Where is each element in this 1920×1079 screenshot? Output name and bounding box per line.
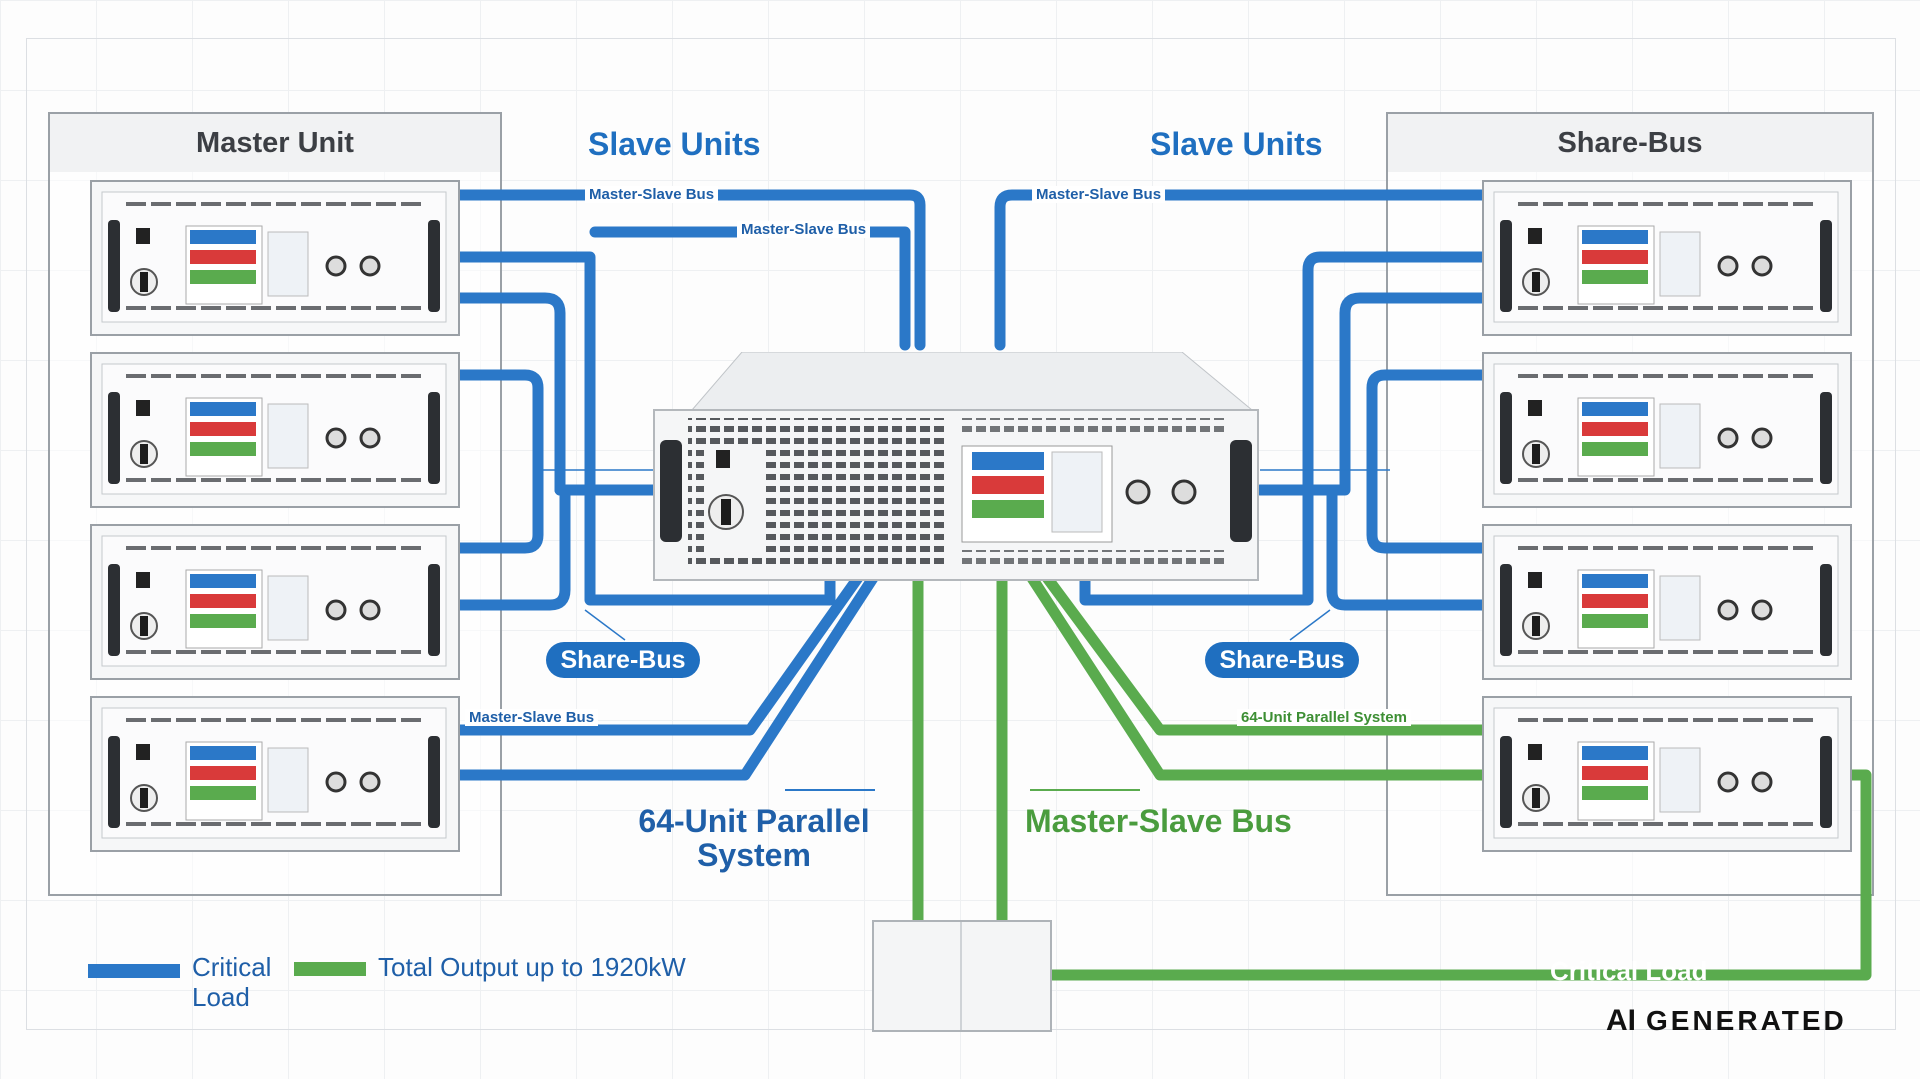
ai-badge-prefix: AI [1606, 1004, 1636, 1037]
master-slave-bus-label: Master-Slave Bus [1025, 803, 1292, 839]
handle-icon [1230, 440, 1252, 542]
critical-load-box [872, 920, 1052, 1032]
share-bus-pill-left: Share-Bus [546, 642, 700, 678]
bus-label-lower-left: Master-Slave Bus [465, 709, 599, 726]
right-rack-unit [1482, 352, 1852, 508]
ai-badge-text: GENERATED [1646, 1005, 1847, 1036]
slave-units-heading-right: Slave Units [1150, 126, 1323, 162]
parallel-system-label: 64-Unit Parallel System [638, 803, 870, 873]
right-cable-4 [1366, 369, 1506, 554]
right-cable-5 [1254, 484, 1506, 611]
left-rack-unit [90, 696, 460, 852]
central-power-unit [653, 352, 1259, 581]
right-rack-unit [1482, 696, 1852, 852]
left-cable-5 [424, 484, 666, 611]
left-cable-2 [414, 251, 836, 606]
legend-green-label: Total Output up to 1920kW [378, 952, 686, 982]
green-cable-3 [1039, 569, 1496, 736]
slave-units-heading-left: Slave Units [588, 126, 761, 162]
legend-green-swatch [294, 962, 366, 976]
critical-load-label: Critical Load [1550, 956, 1708, 986]
legend-blue-swatch [88, 964, 180, 978]
right-rack-unit [1482, 524, 1852, 680]
left-rack-unit [90, 180, 460, 336]
right-cable-3 [1264, 292, 1506, 496]
green-cable-4 [1024, 569, 1506, 781]
ai-generated-badge: AI GENERATED [1606, 1004, 1847, 1038]
bus-label-top-right: Master-Slave Bus [1032, 186, 1166, 203]
share-bus-pill-right: Share-Bus [1205, 642, 1359, 678]
knob-icon [1171, 479, 1197, 505]
bus-label-top-left-2: Master-Slave Bus [737, 221, 871, 238]
left-rack-unit [90, 352, 460, 508]
left-cable-6 [424, 569, 866, 736]
share-bus-title: Share-Bus [1388, 114, 1872, 172]
right-rack-unit [1482, 180, 1852, 336]
knob-icon [1125, 479, 1151, 505]
display-screen-icon [972, 452, 1044, 470]
bus-label-top-left-1: Master-Slave Bus [585, 186, 719, 203]
legend-blue-label: Critical Load [192, 952, 272, 1012]
left-cable-8 [589, 226, 911, 351]
left-cable-7 [424, 569, 881, 781]
left-rack-unit [90, 524, 460, 680]
left-cable-3 [424, 292, 586, 496]
bus-label-lower-right: 64-Unit Parallel System [1237, 709, 1411, 726]
handle-icon [660, 440, 682, 542]
left-cable-4 [424, 369, 544, 554]
right-cable-1 [994, 189, 1496, 351]
master-unit-title: Master Unit [50, 114, 500, 172]
left-cable-1 [424, 189, 926, 351]
